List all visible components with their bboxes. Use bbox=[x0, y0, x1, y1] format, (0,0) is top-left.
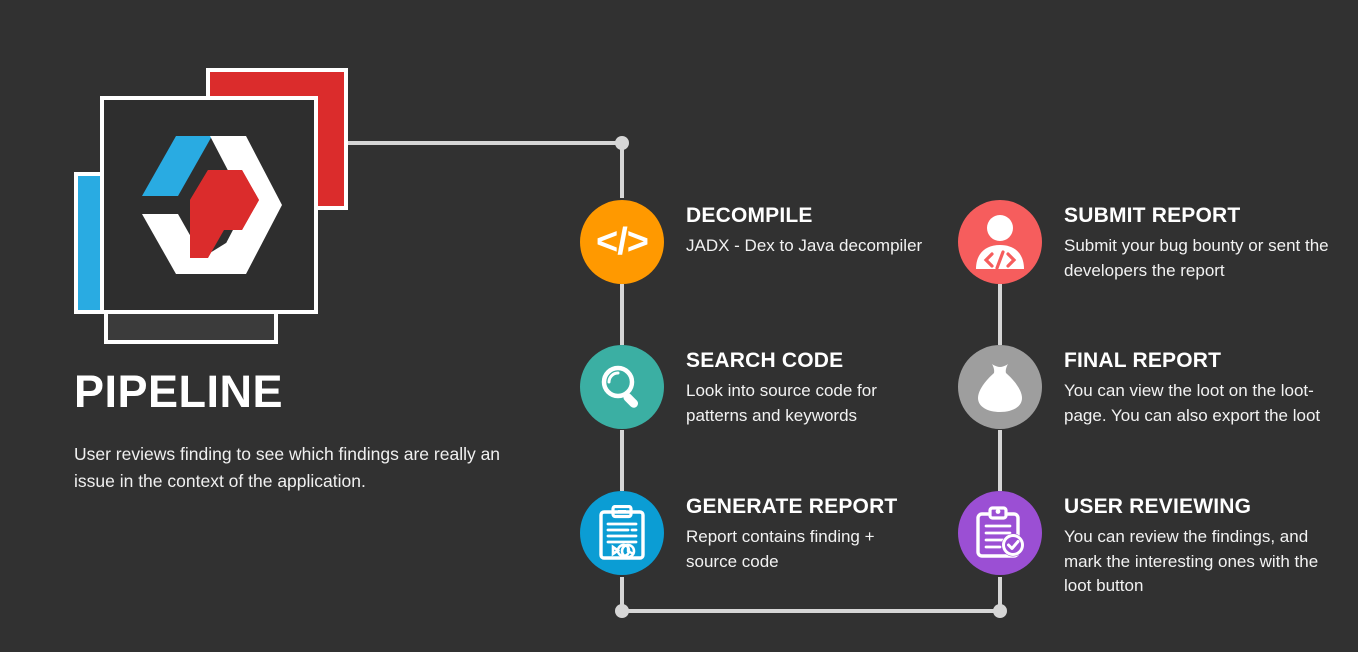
step-desc: JADX - Dex to Java decompiler bbox=[686, 236, 923, 256]
step-desc: Look into source code for patterns and k… bbox=[686, 381, 877, 425]
step-icon-search-code bbox=[580, 345, 664, 429]
step-text-decompile: DECOMPILE JADX - Dex to Java decompiler bbox=[686, 200, 922, 259]
money-bag-icon bbox=[978, 364, 1022, 412]
step-icon-decompile: </> bbox=[580, 200, 664, 284]
step-desc: You can view the loot on the loot-page. … bbox=[1064, 381, 1321, 425]
page-title: PIPELINE bbox=[74, 366, 284, 417]
step-search-code[interactable]: SEARCH CODE Look into source code for pa… bbox=[580, 345, 930, 429]
step-text-submit-report: SUBMIT REPORT Submit your bug bounty or … bbox=[1064, 200, 1348, 283]
step-text-user-reviewing: USER REVIEWING You can review the findin… bbox=[1064, 491, 1348, 599]
step-desc: Report contains finding + source code bbox=[686, 527, 875, 571]
step-icon-user-reviewing bbox=[958, 491, 1042, 575]
step-generate-report[interactable]: GENERATE REPORT Report contains finding … bbox=[580, 491, 930, 575]
step-desc: You can review the findings, and mark th… bbox=[1064, 527, 1319, 596]
magnifier-icon bbox=[601, 365, 639, 408]
step-icon-submit-report bbox=[958, 200, 1042, 284]
step-title: SUBMIT REPORT bbox=[1064, 204, 1241, 227]
step-text-generate-report: GENERATE REPORT Report contains finding … bbox=[686, 491, 930, 574]
step-final-report[interactable]: FINAL REPORT You can view the loot on th… bbox=[958, 345, 1348, 429]
step-text-final-report: FINAL REPORT You can view the loot on th… bbox=[1064, 345, 1348, 428]
step-icon-generate-report bbox=[580, 491, 664, 575]
step-title: GENERATE REPORT bbox=[686, 495, 898, 518]
step-desc: Submit your bug bounty or sent the devel… bbox=[1064, 236, 1329, 280]
page-subtitle: User reviews finding to see which findin… bbox=[74, 444, 501, 491]
user-code-icon bbox=[976, 215, 1024, 270]
clipboard-chart-icon bbox=[599, 505, 645, 560]
pipeline-logo bbox=[74, 68, 354, 344]
code-brackets-icon: </> bbox=[596, 221, 649, 263]
step-text-search-code: SEARCH CODE Look into source code for pa… bbox=[686, 345, 930, 428]
step-user-reviewing[interactable]: USER REVIEWING You can review the findin… bbox=[958, 491, 1348, 599]
step-icon-final-report bbox=[958, 345, 1042, 429]
step-title: FINAL REPORT bbox=[1064, 349, 1222, 372]
step-submit-report[interactable]: SUBMIT REPORT Submit your bug bounty or … bbox=[958, 200, 1348, 284]
step-decompile[interactable]: </> DECOMPILE JADX - Dex to Java decompi… bbox=[580, 200, 930, 284]
step-title: USER REVIEWING bbox=[1064, 495, 1252, 518]
logo-card-main bbox=[100, 96, 318, 314]
clipboard-check-icon bbox=[976, 506, 1025, 558]
logo-hexagon-mark bbox=[142, 136, 282, 274]
step-title: DECOMPILE bbox=[686, 204, 813, 227]
step-title: SEARCH CODE bbox=[686, 349, 844, 372]
title-block: PIPELINE User reviews finding to see whi… bbox=[74, 368, 544, 494]
